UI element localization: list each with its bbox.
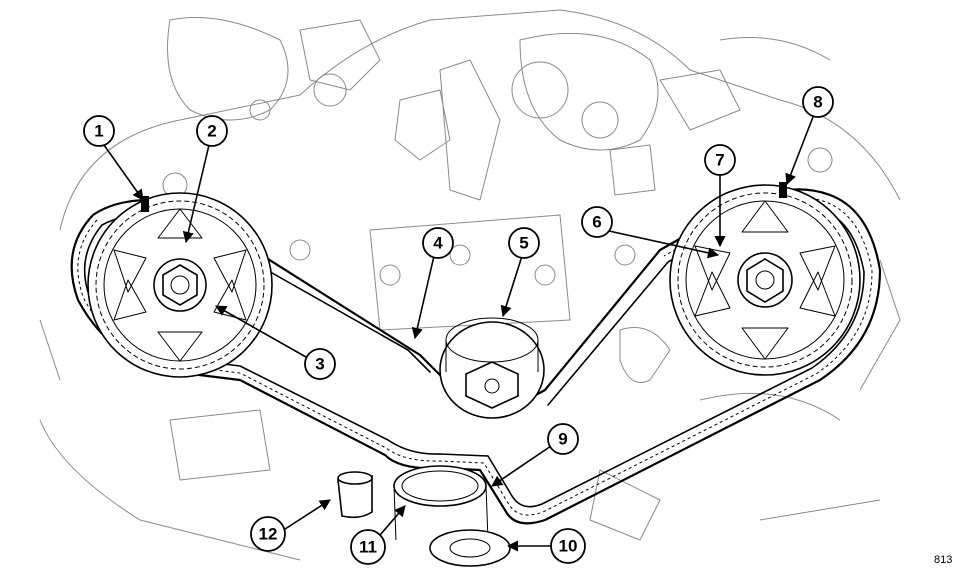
svg-text:6: 6 [592,213,601,232]
crankshaft-sprocket [393,465,511,567]
callout-1: 1 [83,115,115,147]
callout-12: 12 [250,516,286,552]
callout-8: 8 [802,86,834,118]
callout-4: 4 [422,227,454,259]
callout-3: 3 [304,348,336,380]
engine-block-background [39,9,901,561]
dowel-pin [337,471,373,519]
callout-7: 7 [704,144,736,176]
right-timing-mark [779,182,787,198]
svg-text:10: 10 [559,537,578,556]
svg-text:8: 8 [813,93,822,112]
callout-6: 6 [581,206,613,238]
svg-text:3: 3 [315,355,324,374]
callout-11: 11 [350,529,386,565]
svg-text:11: 11 [359,538,377,557]
leader-lines [103,116,814,552]
callout-9: 9 [547,423,579,455]
belt-tensioner [439,317,545,419]
svg-text:7: 7 [715,151,724,170]
left-timing-mark [141,196,149,212]
svg-text:4: 4 [433,234,443,253]
svg-text:5: 5 [519,234,528,253]
callout-10: 10 [550,528,586,564]
left-camshaft-sprocket [87,192,273,378]
svg-text:12: 12 [259,525,278,544]
callout-2: 2 [196,115,228,147]
svg-text:2: 2 [207,122,216,141]
svg-text:9: 9 [558,430,567,449]
right-camshaft-sprocket [669,184,861,376]
figure-id: 813 [934,554,952,566]
callout-5: 5 [508,227,540,259]
svg-text:1: 1 [94,122,103,141]
